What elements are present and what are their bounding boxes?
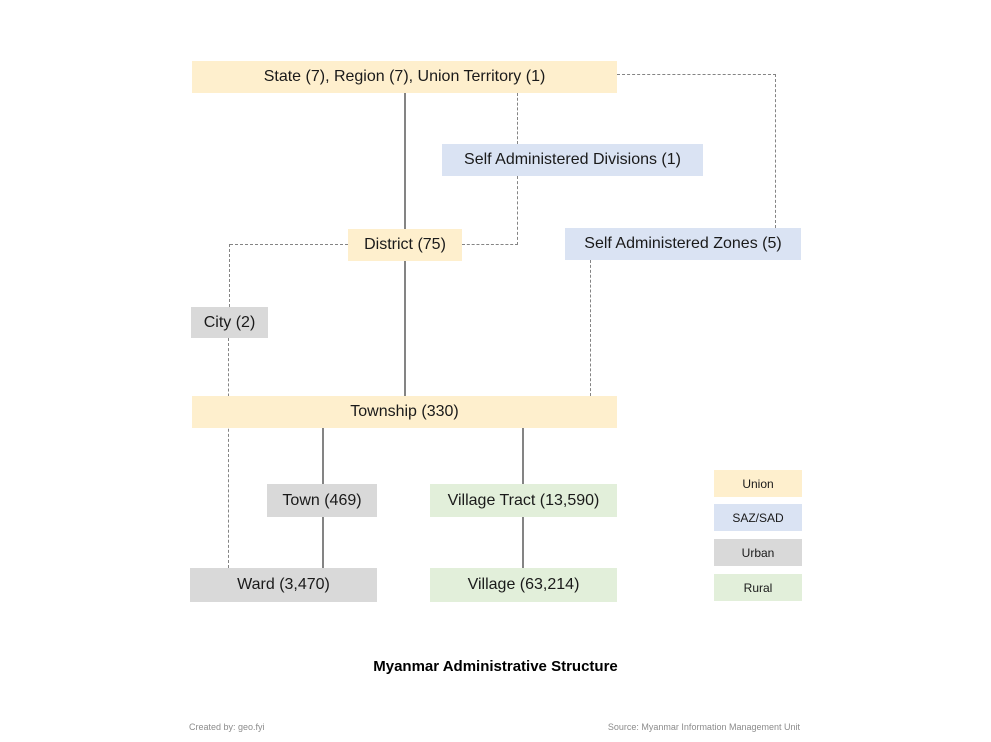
node-village: Village (63,214) — [430, 568, 617, 602]
node-city: City (2) — [191, 307, 268, 338]
node-village-tract: Village Tract (13,590) — [430, 484, 617, 517]
diagram-title: Myanmar Administrative Structure — [373, 658, 618, 675]
connector-state-saz-dashed-vertical — [775, 74, 776, 228]
node-self-administered-zones: Self Administered Zones (5) — [565, 228, 801, 260]
connector-city-ward-dashed — [228, 338, 229, 568]
connector-district-city-dashed-horizontal — [230, 244, 348, 245]
connector-district-city-dashed-vertical — [229, 244, 230, 307]
legend-item-rural: Rural — [714, 574, 802, 601]
connector-sad-district-dashed-horizontal — [462, 244, 518, 245]
connector-sad-district-dashed-vertical — [517, 176, 518, 245]
footer-created-by: Created by: geo.fyi — [189, 722, 265, 732]
node-ward: Ward (3,470) — [190, 568, 377, 602]
connector-state-saz-dashed-horizontal — [617, 74, 776, 75]
footer-source: Source: Myanmar Information Management U… — [607, 722, 800, 732]
node-district: District (75) — [348, 229, 462, 261]
node-township: Township (330) — [192, 396, 617, 428]
node-self-administered-divisions: Self Administered Divisions (1) — [442, 144, 703, 176]
legend-item-saz-sad: SAZ/SAD — [714, 504, 802, 531]
connector-state-sad-dashed — [517, 93, 518, 144]
node-town: Town (469) — [267, 484, 377, 517]
node-state-region-union-territory: State (7), Region (7), Union Territory (… — [192, 61, 617, 93]
legend-item-urban: Urban — [714, 539, 802, 566]
legend-item-union: Union — [714, 470, 802, 497]
connector-saz-township-dashed — [590, 260, 591, 396]
